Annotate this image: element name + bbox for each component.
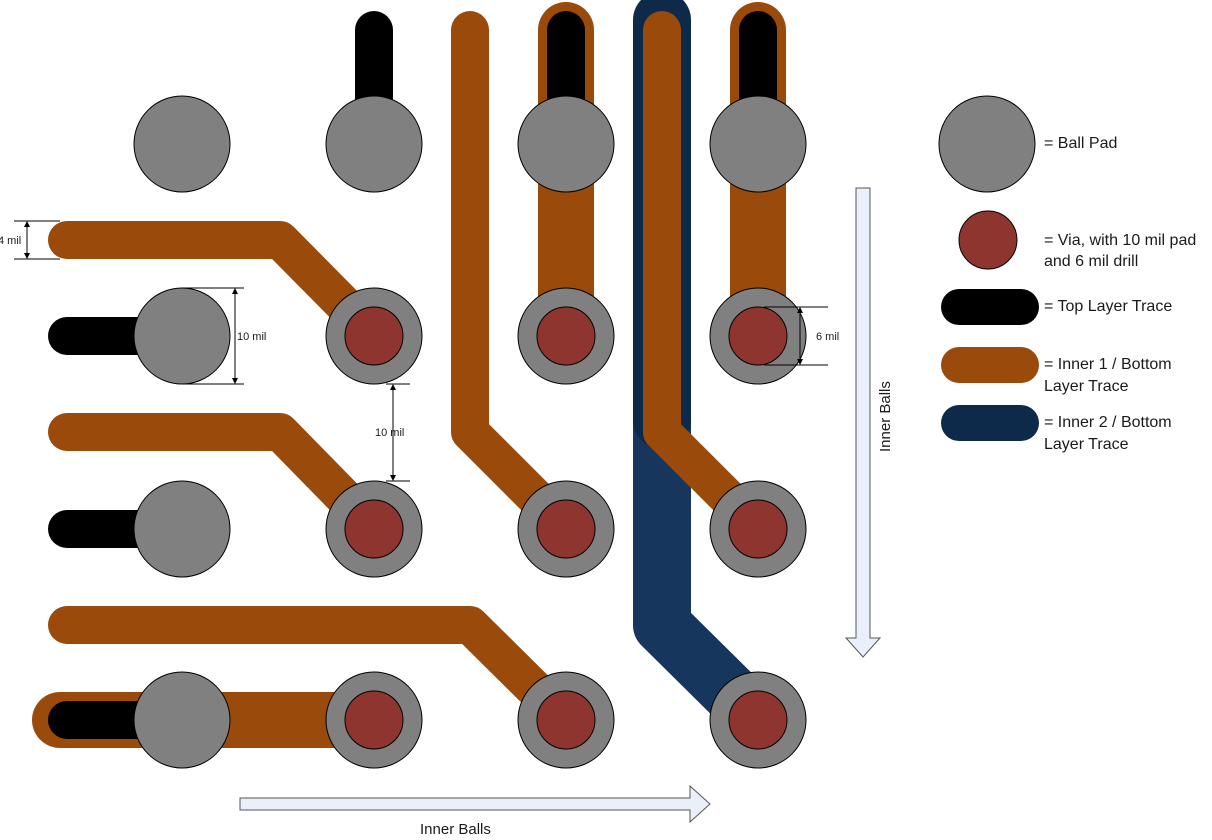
- ball-pad: [133, 480, 231, 578]
- legend-ball-pad-label: = Ball Pad: [1044, 135, 1117, 152]
- vias: [325, 287, 807, 769]
- legend-via-label-line2: and 6 mil drill: [1044, 253, 1138, 270]
- ball-pad: [133, 95, 231, 193]
- via: [325, 671, 423, 769]
- legend-ball-pad-swatch: [938, 95, 1036, 193]
- trace-width-dimension: 4 mil: [0, 235, 21, 247]
- ball-pads: [133, 95, 807, 769]
- horizontal-direction-arrow: Inner Balls: [239, 784, 711, 838]
- horizontal-arrow-label: Inner Balls: [420, 821, 491, 838]
- legend-via-swatch: [958, 210, 1018, 270]
- drill-dimension: 6 mil: [816, 331, 839, 343]
- via: [709, 480, 807, 578]
- via: [517, 287, 615, 385]
- legend-inner1-label-line2: Layer Trace: [1044, 378, 1129, 395]
- dimensions: [14, 220, 828, 482]
- legend-top-trace-label: = Top Layer Trace: [1044, 298, 1172, 315]
- via: [517, 671, 615, 769]
- legend-inner2-label-line1: = Inner 2 / Bottom: [1044, 414, 1172, 431]
- vertical-arrow-label: Inner Balls: [877, 381, 894, 452]
- vertical-direction-arrow: Inner Balls: [844, 187, 894, 658]
- ball-pad: [133, 671, 231, 769]
- spacing-dimension: 10 mil: [375, 427, 404, 439]
- legend-inner1-label-line1: = Inner 1 / Bottom: [1044, 356, 1172, 373]
- ball-pad: [325, 95, 423, 193]
- ball-pad-dimension: 10 mil: [237, 331, 266, 343]
- via: [709, 287, 807, 385]
- ball-pad: [133, 287, 231, 385]
- ball-pad: [517, 95, 615, 193]
- via: [325, 480, 423, 578]
- via: [325, 287, 423, 385]
- legend: = Ball Pad = Via, with 10 mil pad and 6 …: [938, 95, 1196, 453]
- via: [709, 671, 807, 769]
- legend-via-label-line1: = Via, with 10 mil pad: [1044, 232, 1196, 249]
- ball-pad: [709, 95, 807, 193]
- via: [517, 480, 615, 578]
- legend-inner2-label-line2: Layer Trace: [1044, 436, 1129, 453]
